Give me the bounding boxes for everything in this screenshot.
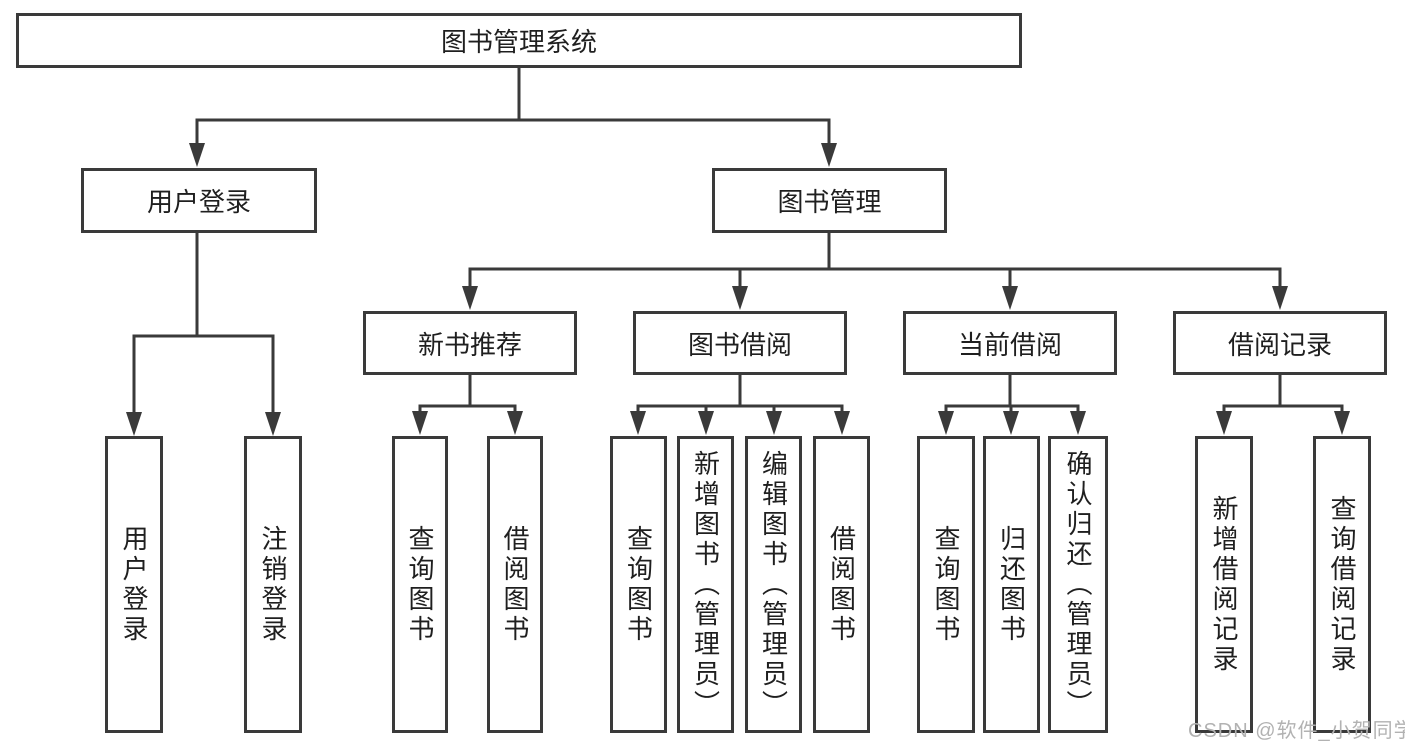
node-label: 归还图书	[996, 524, 1027, 645]
node-label: 图书管理	[777, 187, 882, 217]
node-label: 确认归还（管理员）	[1063, 449, 1093, 720]
node-label: 查询图书	[931, 524, 961, 645]
node-label: 当前借阅	[957, 329, 1062, 360]
node-logout: 注销登录	[244, 436, 302, 733]
node-label: 编辑图书（管理员）	[758, 449, 789, 720]
node-label: 借阅记录	[1227, 329, 1332, 360]
node-label: 图书借阅	[687, 329, 792, 360]
node-cb-query-books: 查询图书	[917, 436, 975, 733]
node-bb-borrow-books: 借阅图书	[813, 436, 870, 733]
node-rec-query-books: 查询图书	[392, 436, 448, 733]
node-label: 借阅图书	[826, 524, 857, 645]
node-label: 查询图书	[405, 524, 435, 645]
node-br-query-record: 查询借阅记录	[1313, 436, 1371, 733]
node-label: 注销登录	[258, 524, 288, 645]
node-cb-confirm-return-admin: 确认归还（管理员）	[1048, 436, 1108, 733]
node-bb-query-books: 查询图书	[610, 436, 667, 733]
node-book-borrowing: 图书借阅	[633, 311, 847, 375]
node-book-management: 图书管理	[712, 168, 947, 233]
node-current-borrowing: 当前借阅	[903, 311, 1117, 375]
node-label: 用户登录	[146, 187, 251, 217]
node-label: 用户登录	[119, 524, 149, 645]
node-label: 新增借阅记录	[1209, 494, 1239, 675]
node-bb-add-books-admin: 新增图书（管理员）	[677, 436, 734, 733]
arrowhead-icons	[126, 143, 1350, 436]
node-label: 查询借阅记录	[1327, 494, 1357, 675]
node-label: 新增图书（管理员）	[690, 449, 721, 720]
node-user-login-module: 用户登录	[81, 168, 317, 233]
node-label: 新书推荐	[417, 329, 522, 360]
node-label: 借阅图书	[500, 524, 530, 645]
node-label: 图书管理系统	[440, 27, 597, 57]
node-cb-return-books: 归还图书	[983, 436, 1040, 733]
node-user-login: 用户登录	[105, 436, 163, 733]
node-bb-edit-books-admin: 编辑图书（管理员）	[745, 436, 802, 733]
node-label: 查询图书	[623, 524, 654, 645]
node-borrowing-records: 借阅记录	[1173, 311, 1387, 375]
watermark-text: CSDN @软件_小贺同学	[1188, 720, 1405, 742]
node-rec-borrow-books: 借阅图书	[487, 436, 543, 733]
node-br-add-record: 新增借阅记录	[1195, 436, 1253, 733]
node-library-system: 图书管理系统	[16, 13, 1022, 68]
node-new-book-recommend: 新书推荐	[363, 311, 577, 375]
